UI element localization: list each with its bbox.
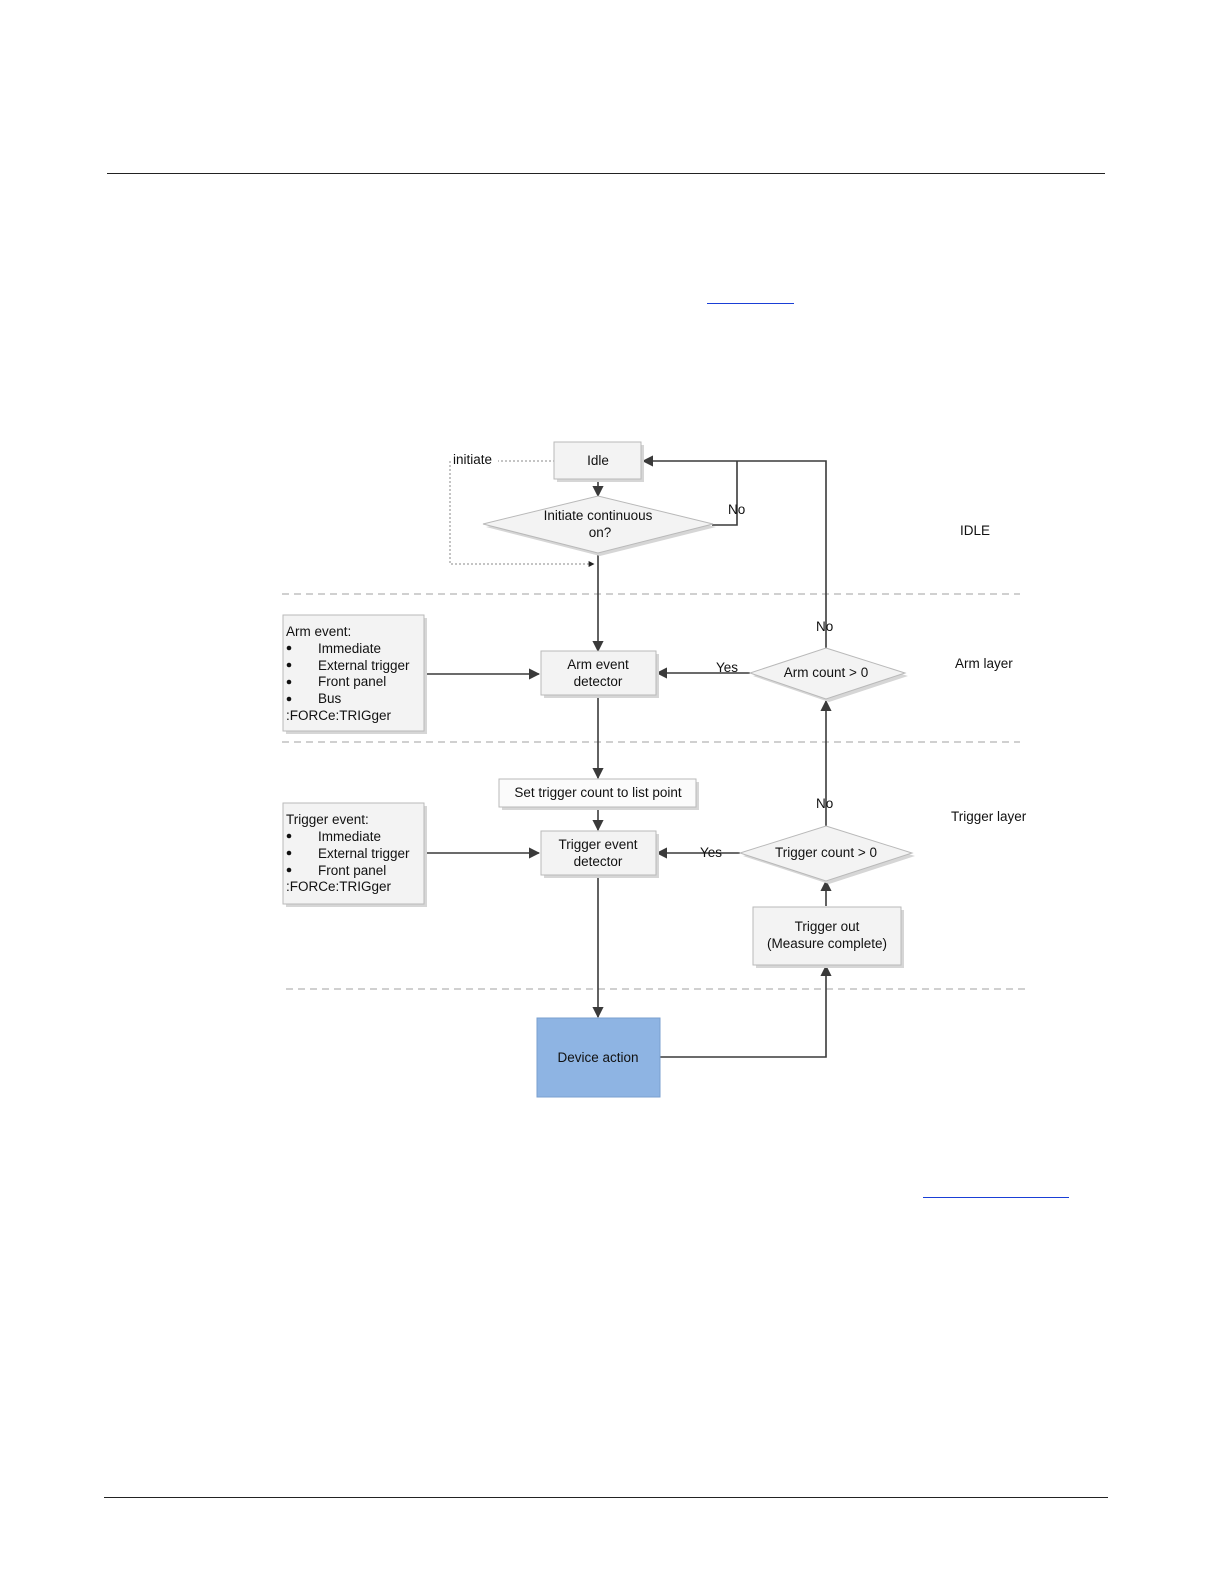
idle-label: Idle (587, 453, 609, 468)
header-rule (107, 173, 1105, 174)
bullet (286, 662, 292, 668)
footer-rule (104, 1497, 1108, 1498)
trigger-out-box: Trigger out (Measure complete) (752, 906, 904, 968)
layer-label-trigger: Trigger layer (951, 809, 1027, 824)
trigger-event-title: Trigger event: (286, 812, 369, 827)
trigger-count-label: Trigger count > 0 (775, 845, 877, 860)
link-underline[interactable] (707, 303, 794, 304)
trigger-count-decision: Trigger count > 0 (738, 825, 915, 884)
edge-label-no-trigger: No (816, 796, 833, 811)
layer-label-idle: IDLE (960, 523, 990, 538)
edge-label-yes-arm: Yes (716, 660, 738, 675)
initiate-continuous-decision: Initiate continuous on? (482, 495, 716, 556)
device-action-label: Device action (557, 1050, 638, 1065)
edge-label-yes-trigger: Yes (700, 845, 722, 860)
trigger-event-list: Trigger event: Immediate External trigge… (282, 802, 427, 907)
connector (660, 964, 832, 1058)
arm-event-item: Bus (318, 691, 342, 706)
arm-event-detector-box: Arm event detector (540, 650, 659, 698)
arm-event-detector-label: Arm event (567, 657, 629, 672)
bullet (286, 696, 292, 702)
bullet (286, 867, 292, 873)
set-trigger-count-label: Set trigger count to list point (514, 785, 682, 800)
arm-event-detector-label: detector (574, 674, 623, 689)
bullet (286, 645, 292, 651)
trigger-event-detector-label: Trigger event (558, 837, 637, 852)
arm-event-item: Front panel (318, 674, 386, 689)
trigger-event-item: External trigger (318, 846, 410, 861)
connector-no-arm (641, 455, 827, 648)
idle-box: Idle (553, 441, 644, 482)
arm-event-item: Immediate (318, 641, 381, 656)
arm-event-item: External trigger (318, 658, 410, 673)
trigger-event-item: Immediate (318, 829, 381, 844)
device-action-box: Device action (536, 1017, 661, 1098)
link-underline[interactable] (923, 1197, 1069, 1198)
bullet (286, 679, 292, 685)
arm-count-decision: Arm count > 0 (748, 647, 908, 702)
initiate-continuous-label: on? (589, 525, 612, 540)
trigger-event-detector-label: detector (574, 854, 623, 869)
bullet (286, 833, 292, 839)
arm-event-title: Arm event: (286, 624, 351, 639)
trigger-out-label: (Measure complete) (767, 936, 887, 951)
arm-count-label: Arm count > 0 (784, 665, 868, 680)
trigger-event-footer: :FORCe:TRIGger (286, 879, 392, 894)
trigger-out-label: Trigger out (795, 919, 860, 934)
bullet (286, 850, 292, 856)
arm-event-footer: :FORCe:TRIGger (286, 708, 392, 723)
layer-label-arm: Arm layer (955, 656, 1013, 671)
trigger-event-item: Front panel (318, 863, 386, 878)
edge-label-no-arm: No (816, 619, 833, 634)
set-trigger-count-box: Set trigger count to list point (498, 778, 699, 810)
arm-event-list: Arm event: Immediate External trigger Fr… (282, 614, 427, 734)
edge-label-initiate: initiate (453, 452, 492, 467)
initiate-continuous-label: Initiate continuous (544, 508, 653, 523)
connector-no-idle (712, 461, 738, 526)
edge-label-no-idle: No (728, 502, 745, 517)
trigger-event-detector-box: Trigger event detector (540, 830, 659, 878)
